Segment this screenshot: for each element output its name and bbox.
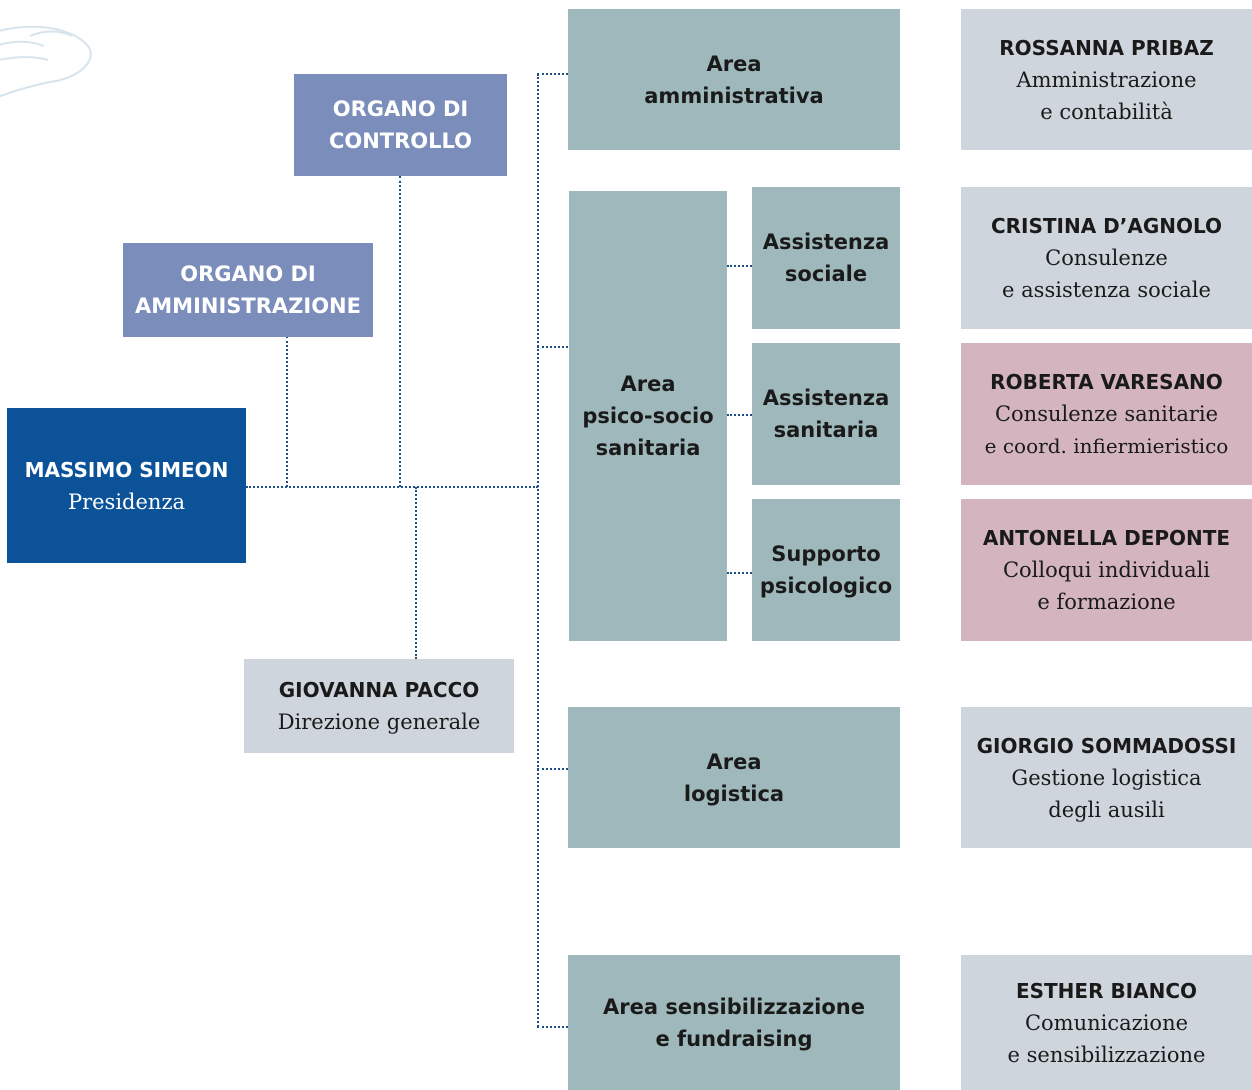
- area-amministrativa-line1: Area: [706, 51, 762, 76]
- logo-fragment-decoration: [0, 25, 92, 98]
- person-varesano-name: ROBERTA VARESANO: [990, 370, 1223, 394]
- area-logistica-line2: logistica: [683, 781, 785, 806]
- person-bianco-box: ESTHER BIANCO Comunicazione e sensibiliz…: [961, 955, 1252, 1090]
- connector-direzione: [415, 487, 417, 659]
- subarea-sanitaria-line1: Assistenza: [762, 386, 890, 410]
- subarea-sanitaria-line2: sanitaria: [773, 418, 879, 442]
- organo-amministrazione-line2: AMMINISTRAZIONE: [135, 294, 361, 318]
- person-pribaz-name: ROSSANNA PRIBAZ: [999, 35, 1214, 60]
- connector-sub-psicologico: [727, 572, 752, 574]
- direzione-box: GIOVANNA PACCO Direzione generale: [244, 659, 514, 753]
- person-dagnolo-box: CRISTINA D’AGNOLO Consulenze e assistenz…: [961, 187, 1252, 329]
- person-dagnolo-role1: Consulenze: [1045, 246, 1168, 270]
- subarea-sociale-box: Assistenza sociale: [752, 187, 900, 329]
- direzione-role: Direzione generale: [277, 710, 481, 734]
- organo-controllo-line2: CONTROLLO: [328, 129, 473, 153]
- area-psico-box: Area psico-socio sanitaria: [569, 191, 727, 641]
- organo-amministrazione-line1: ORGANO DI: [180, 262, 316, 286]
- person-bianco-name: ESTHER BIANCO: [1015, 978, 1198, 1003]
- person-pribaz-box: ROSSANNA PRIBAZ Amministrazione e contab…: [961, 9, 1252, 150]
- area-psico-line2: psico-socio: [582, 404, 714, 428]
- connector-area-sensibilizzazione: [537, 1026, 568, 1028]
- person-pribaz-role1: Amministrazione: [1016, 67, 1197, 92]
- person-sommadossi-role1: Gestione logistica: [1011, 765, 1202, 790]
- subarea-psicologico-line2: psicologico: [759, 574, 893, 598]
- person-deponte-name: ANTONELLA DEPONTE: [982, 526, 1231, 550]
- connector-area-logistica: [537, 768, 568, 770]
- person-sommadossi-name: GIORGIO SOMMADOSSI: [976, 733, 1237, 758]
- presidenza-role: Presidenza: [67, 489, 186, 514]
- connector-controllo: [399, 176, 401, 487]
- person-sommadossi-role2: degli ausili: [1048, 797, 1165, 822]
- area-sensibilizzazione-box: Area sensibilizzazione e fundraising: [568, 955, 900, 1090]
- subarea-sociale-line1: Assistenza: [762, 230, 890, 254]
- person-bianco-role2: e sensibilizzazione: [1007, 1042, 1206, 1067]
- connector-area-psico: [537, 346, 568, 348]
- area-psico-line3: sanitaria: [595, 436, 701, 460]
- organo-amministrazione-box: ORGANO DI AMMINISTRAZIONE: [123, 243, 373, 337]
- connector-area-amministrativa: [537, 73, 568, 75]
- person-varesano-role1: Consulenze sanitarie: [994, 402, 1219, 426]
- person-deponte-role2: e formazione: [1037, 590, 1176, 614]
- presidenza-box: MASSIMO SIMEON Presidenza: [7, 408, 246, 563]
- person-sommadossi-box: GIORGIO SOMMADOSSI Gestione logistica de…: [961, 707, 1252, 848]
- connector-sub-sanitaria: [727, 414, 752, 416]
- person-deponte-role1: Colloqui individuali: [1002, 558, 1211, 582]
- organo-controllo-box: ORGANO DI CONTROLLO: [294, 74, 507, 176]
- person-bianco-role1: Comunicazione: [1024, 1010, 1189, 1035]
- connector-areas-vertical: [537, 74, 539, 1027]
- presidenza-name: MASSIMO SIMEON: [24, 457, 229, 482]
- person-dagnolo-role2: e assistenza sociale: [1002, 278, 1211, 302]
- organo-controllo-line1: ORGANO DI: [332, 97, 469, 121]
- subarea-sanitaria-box: Assistenza sanitaria: [752, 343, 900, 485]
- connector-sub-sociale: [727, 265, 752, 267]
- area-amministrativa-line2: amministrativa: [644, 83, 824, 108]
- area-logistica-line1: Area: [706, 749, 762, 774]
- connector-amministrazione: [286, 336, 288, 487]
- person-pribaz-role2: e contabilità: [1040, 99, 1173, 124]
- area-psico-line1: Area: [620, 372, 676, 396]
- area-sensibilizzazione-line2: e fundraising: [655, 1026, 813, 1051]
- person-varesano-role2: e coord. infiermieristico: [984, 434, 1229, 458]
- area-logistica-box: Area logistica: [568, 707, 900, 848]
- person-deponte-box: ANTONELLA DEPONTE Colloqui individuali e…: [961, 499, 1252, 641]
- area-amministrativa-box: Area amministrativa: [568, 9, 900, 150]
- subarea-sociale-line2: sociale: [784, 262, 868, 286]
- direzione-name: GIOVANNA PACCO: [278, 678, 480, 702]
- subarea-psicologico-line1: Supporto: [771, 542, 881, 566]
- subarea-psicologico-box: Supporto psicologico: [752, 499, 900, 641]
- area-sensibilizzazione-line1: Area sensibilizzazione: [602, 994, 865, 1019]
- person-varesano-box: ROBERTA VARESANO Consulenze sanitarie e …: [961, 343, 1252, 485]
- person-dagnolo-name: CRISTINA D’AGNOLO: [990, 214, 1223, 238]
- connector-main-horizontal: [246, 486, 538, 488]
